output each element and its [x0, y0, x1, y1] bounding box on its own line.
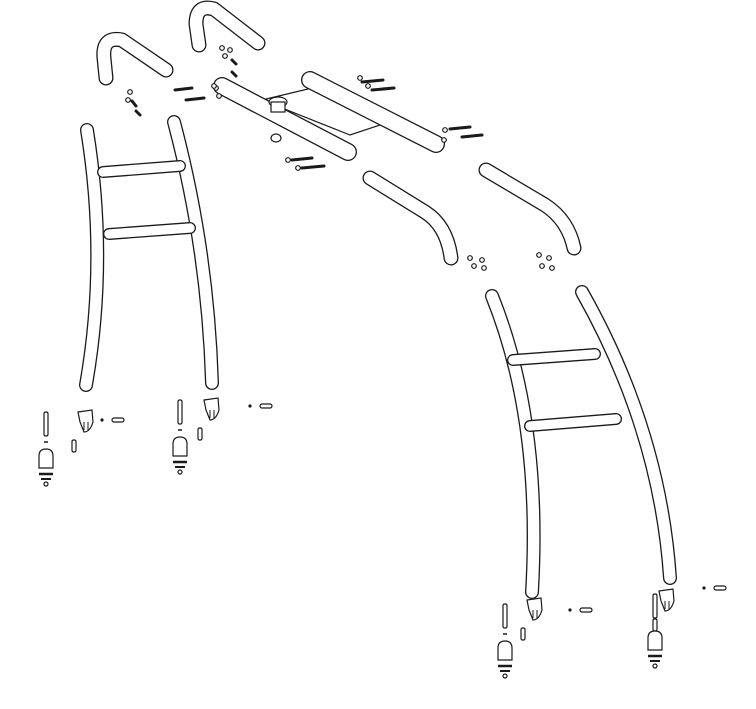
- nut: [365, 83, 371, 89]
- right-ladder-right-rail: [576, 286, 676, 584]
- short-screw: [520, 627, 526, 641]
- clamp-bracket: [658, 588, 675, 612]
- side-pin: [713, 585, 727, 591]
- bolt: [370, 86, 396, 92]
- short-screw: [197, 427, 203, 441]
- bolt: [184, 96, 206, 102]
- long-bolt: [502, 603, 508, 629]
- bolt: [130, 99, 138, 108]
- bolt: [230, 58, 238, 66]
- nut: [227, 47, 233, 53]
- foot-nut: [652, 663, 658, 669]
- long-bolt: [43, 411, 49, 437]
- crossbar-front-tube: [214, 78, 356, 160]
- clamp-bracket: [203, 397, 220, 421]
- bolt: [230, 70, 238, 78]
- pivot-knob: [268, 96, 288, 143]
- nut: [481, 265, 487, 271]
- right-ladder-right-rail-outline: [575, 285, 677, 585]
- nut: [479, 257, 485, 263]
- bolt: [448, 125, 472, 131]
- bolt: [134, 109, 142, 117]
- clamp-bracket: [526, 597, 543, 621]
- nut: [549, 265, 555, 271]
- nut: [546, 255, 552, 261]
- foot-assembly: [172, 397, 273, 475]
- top-handle-left: [97, 33, 173, 85]
- washer: [100, 418, 104, 422]
- bolt: [360, 78, 385, 84]
- side-pin: [111, 417, 125, 423]
- nut: [219, 45, 225, 51]
- nut: [285, 157, 291, 163]
- nut: [211, 83, 217, 89]
- washer: [248, 404, 252, 408]
- right-ladder-lower-rung: [525, 414, 621, 431]
- short-screw: [652, 618, 658, 632]
- foot-assembly: [647, 585, 727, 669]
- bolt: [460, 133, 484, 139]
- nut: [222, 53, 228, 59]
- end-cap-foot: [172, 436, 188, 457]
- bolt: [290, 156, 314, 162]
- nut: [441, 137, 447, 143]
- nut: [127, 89, 133, 95]
- long-bolt: [652, 593, 658, 619]
- clamp-bracket: [77, 409, 94, 433]
- foot-assembly: [497, 597, 593, 679]
- foot-assembly: [38, 409, 125, 487]
- right-ladder-upper-rung: [508, 349, 600, 365]
- foot-nut: [43, 481, 49, 487]
- bolt: [173, 86, 194, 92]
- left-ladder-upper-rung: [98, 161, 185, 177]
- left-ladder-lower-rung: [104, 223, 195, 239]
- left-ladder-left-rail: [80, 124, 103, 391]
- foot-nut: [177, 469, 183, 475]
- nut: [536, 252, 542, 258]
- nut: [442, 127, 448, 133]
- nut: [216, 93, 222, 99]
- nut: [471, 263, 477, 269]
- nut: [539, 263, 545, 269]
- right-ladder-left-rail: [486, 290, 540, 598]
- long-bolt: [177, 399, 183, 425]
- nut: [357, 75, 363, 81]
- foot-nut: [502, 673, 508, 679]
- top-handle-right: [189, 1, 265, 52]
- nuts: [125, 45, 555, 271]
- crossbar-rear-tube: [302, 72, 444, 152]
- short-screw: [71, 439, 77, 453]
- end-cap-foot: [497, 640, 513, 661]
- bolts: [130, 58, 484, 170]
- lower-handle-left: [363, 171, 458, 265]
- nut: [467, 255, 473, 261]
- foot-assemblies: [38, 397, 727, 679]
- bolt: [300, 164, 326, 170]
- end-cap-foot: [38, 448, 54, 469]
- nut: [295, 165, 301, 171]
- tubes: [79, 0, 677, 599]
- left-ladder-right-rail: [168, 116, 218, 389]
- end-cap-foot: [647, 630, 663, 651]
- lower-handle-right: [479, 163, 581, 255]
- washer: [568, 608, 572, 612]
- side-pin: [579, 607, 593, 613]
- washer: [702, 586, 706, 590]
- nut: [125, 97, 131, 103]
- side-pin: [259, 403, 273, 409]
